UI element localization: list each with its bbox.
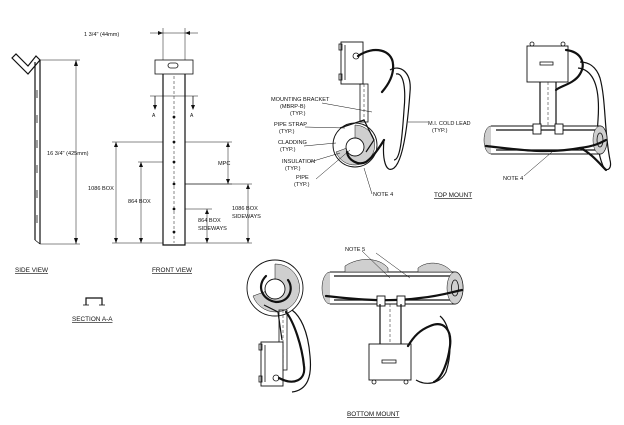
note-4-label-top: NOTE 4 bbox=[373, 192, 393, 198]
mounting-bracket-label-1: MOUNTING BRACKET bbox=[271, 97, 330, 103]
section-a-a: SECTION A-A bbox=[72, 297, 113, 323]
note-4-label-side: NOTE 4 bbox=[503, 176, 523, 182]
side-view: 16 3/4" (425mm) SIDE VIEW bbox=[11, 53, 89, 274]
section-marker-left: A bbox=[152, 113, 156, 119]
top-mount-cold-lead-loop bbox=[382, 67, 411, 170]
top-mount-pipe bbox=[345, 137, 365, 157]
note-5-label: NOTE 5 bbox=[345, 247, 365, 253]
bottom-mount-side-view: NOTE 5 BOTTOM MOUNT bbox=[321, 247, 464, 418]
width-dimension-label: 1 3/4" (44mm) bbox=[84, 32, 119, 38]
top-mount-cable-up bbox=[356, 48, 395, 94]
mounting-bracket-label-3: (TYP.) bbox=[290, 111, 306, 117]
bottom-mount-cable bbox=[277, 310, 306, 383]
top-mount-side-enclosure bbox=[526, 45, 569, 83]
bottom-mount-side-strap-left bbox=[376, 295, 386, 307]
bottom-mount-title: BOTTOM MOUNT bbox=[347, 411, 400, 418]
top-mount-end-view: MOUNTING BRACKET (MBRP-B) (TYP.) PIPE ST… bbox=[271, 41, 472, 199]
section-a-a-title: SECTION A-A bbox=[72, 316, 113, 323]
top-mount-title: TOP MOUNT bbox=[434, 192, 472, 199]
pipe-strap-label-1: PIPE STRAP bbox=[274, 122, 307, 128]
label-1086-box-sideways-line1: 1086 BOX bbox=[232, 206, 258, 212]
front-view-bar-bottom bbox=[162, 240, 186, 246]
cold-lead-label-2: (TYP.) bbox=[432, 128, 448, 134]
top-mount-side-strap-left bbox=[532, 123, 542, 135]
side-view-hook bbox=[11, 53, 41, 75]
height-dimension-label: 16 3/4" (425mm) bbox=[47, 151, 89, 157]
bottom-mount-side-pipe-right-end bbox=[446, 271, 464, 305]
top-mount-side-cable bbox=[554, 48, 584, 92]
bottom-mount-side-heat-trace bbox=[324, 288, 464, 302]
label-mpc: MPC bbox=[218, 161, 230, 167]
pipe-label-1: PIPE bbox=[296, 175, 309, 181]
front-view: 1 3/4" (44mm) A A 1086 BOX 8 bbox=[84, 28, 261, 274]
bottom-mount-end-view bbox=[246, 259, 312, 393]
section-marker-right: A bbox=[190, 113, 194, 119]
label-1086-box-sideways-line2: SIDEWAYS bbox=[232, 214, 261, 220]
top-mount-enclosure bbox=[340, 41, 364, 85]
label-864-box-sideways-line1: 864 BOX bbox=[198, 218, 221, 224]
bottom-mount-pipe bbox=[264, 278, 286, 300]
side-view-bar-bottom bbox=[34, 239, 41, 245]
bottom-mount-heat-trace bbox=[259, 274, 292, 304]
insulation-label-1: INSULATION bbox=[282, 159, 315, 165]
pipe-label-2: (TYP.) bbox=[294, 182, 310, 188]
top-mount-side-strap-right bbox=[554, 123, 564, 135]
side-view-title: SIDE VIEW bbox=[15, 267, 49, 274]
mounting-bracket-label-2: (MBRP-B) bbox=[280, 104, 306, 110]
cold-lead-label-1: M.I. COLD LEAD bbox=[428, 121, 471, 127]
insulation-label-2: (TYP.) bbox=[285, 166, 301, 172]
top-mount-pipe-strap bbox=[339, 119, 375, 153]
front-view-top-slot bbox=[167, 62, 179, 69]
top-mount-side-view: NOTE 4 bbox=[483, 41, 612, 182]
front-view-top-bracket bbox=[154, 59, 194, 75]
front-view-holes bbox=[172, 115, 176, 234]
label-864-box-sideways-line2: SIDEWAYS bbox=[198, 226, 227, 232]
bottom-mount-side-enclosure bbox=[368, 343, 412, 381]
cladding-label-1: CLADDING bbox=[278, 140, 307, 146]
cladding-label-2: (TYP.) bbox=[280, 147, 296, 153]
section-a-a-profile bbox=[85, 297, 103, 305]
front-view-title: FRONT VIEW bbox=[152, 267, 193, 274]
label-864-box: 864 BOX bbox=[128, 199, 151, 205]
bottom-mount-side-cable bbox=[406, 323, 452, 384]
pipe-strap-label-2: (TYP.) bbox=[279, 129, 295, 135]
label-1086-box: 1086 BOX bbox=[88, 186, 114, 192]
